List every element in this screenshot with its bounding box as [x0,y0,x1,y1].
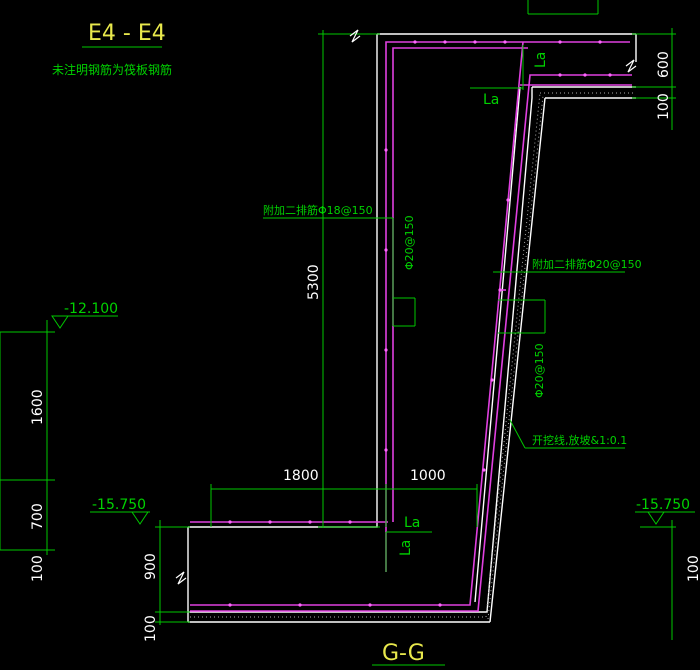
slope-note-label: 开挖线,放坡&1:0.1 [532,433,627,447]
dim-1800: 1800 [283,468,319,484]
rebar-slope-vert-label: Φ20@150 [533,343,546,398]
dim-100-right: 100 [686,555,700,582]
dim-600: 600 [656,51,672,78]
dim-900: 900 [143,553,159,580]
dim-100-top: 100 [656,93,672,120]
concrete-outline [187,33,637,623]
la-top-slab: La [483,92,499,108]
elevation-left: -12.100 [64,301,118,317]
la-bottom-h: La [404,515,420,531]
break-symbols [175,29,637,585]
elevation-markers [51,315,665,525]
elevation-right: -15.750 [636,497,690,513]
dim-100-left: 100 [30,555,46,582]
dim-100-bottom: 100 [143,615,159,642]
dim-700: 700 [30,503,46,530]
rebar-right-label: 附加二排筋Φ20@150 [532,257,642,271]
dim-5300: 5300 [306,264,322,300]
la-bottom-v: La [398,540,414,556]
rebar-dots [228,40,612,607]
la-top-slope: La [533,52,549,68]
rebar-lines [190,41,632,612]
rebar-left-label: 附加二排筋Φ18@150 [263,203,373,217]
elevation-mid: -15.750 [92,497,146,513]
dim-1000: 1000 [410,468,446,484]
blinding-layer [190,92,634,620]
bottom-title: G-G [382,641,425,666]
note-text: 未注明钢筋为筏板钢筋 [52,62,172,77]
section-title: E4 - E4 [88,21,166,46]
rebar-wall-vert-label: Φ20@150 [403,215,416,270]
dim-1600: 1600 [30,389,46,425]
